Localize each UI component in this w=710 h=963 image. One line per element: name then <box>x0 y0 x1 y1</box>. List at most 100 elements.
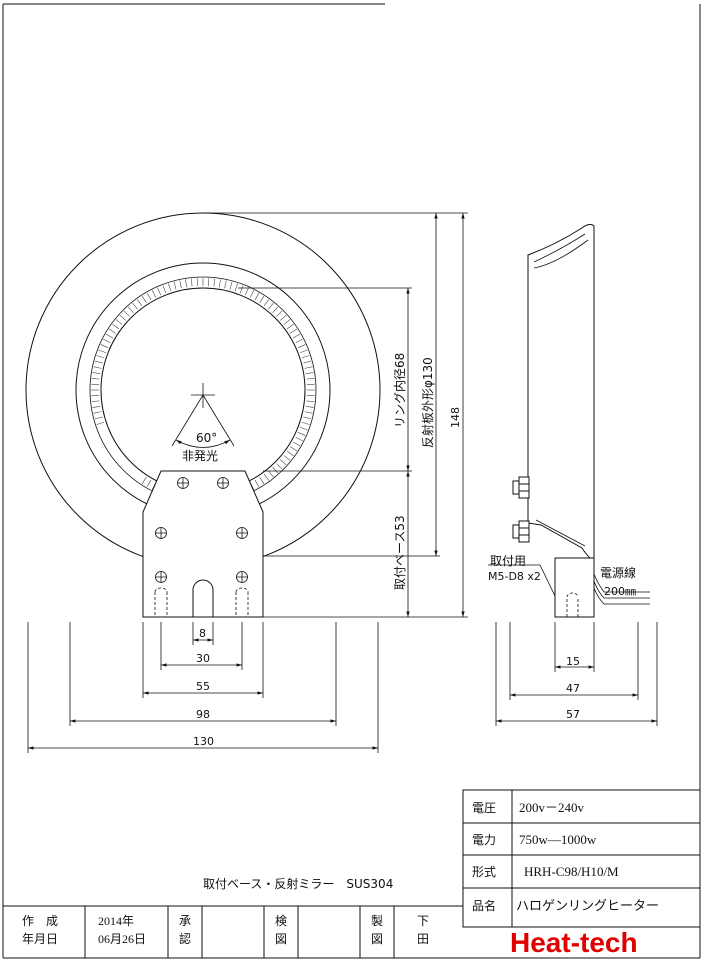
cable-length-label: 200㎜ <box>604 585 636 598</box>
coil-tick <box>259 477 265 485</box>
coil-tick <box>272 306 279 313</box>
reflector-outer-label: 反射板外形φ130 <box>420 357 435 448</box>
author-name-bottom: 田 <box>417 932 429 946</box>
coil-tick <box>224 280 227 289</box>
approve-label-bottom: 認 <box>179 931 191 946</box>
coil-tick <box>123 310 130 317</box>
coil-tick <box>234 283 238 292</box>
spec-table <box>462 789 701 928</box>
coil-tick <box>303 416 312 420</box>
coil-tick <box>92 405 101 408</box>
spec-name-label: 品名 <box>472 898 496 913</box>
spec-power-label: 電力 <box>472 833 496 847</box>
draw-label-bottom: 図 <box>371 932 383 946</box>
coil-tick <box>245 287 249 296</box>
coil-tick <box>190 278 193 287</box>
coil-tick <box>185 279 188 288</box>
base-width-label: 55 <box>196 680 210 693</box>
non-emitting-label: 非発光 <box>182 449 218 463</box>
coil-tick <box>301 355 310 359</box>
coil-tick <box>305 372 314 375</box>
made-label-bottom: 年月日 <box>22 932 58 946</box>
coil-tick <box>119 314 126 321</box>
base-height-label: 取付ベース53 <box>393 515 407 590</box>
coil-tick <box>94 416 103 420</box>
side-view <box>488 223 658 726</box>
coil-tick <box>299 349 308 354</box>
coil-tick <box>268 302 274 310</box>
non-emitting-angle <box>171 383 235 448</box>
coil-tick <box>304 366 313 369</box>
coil-tick <box>141 477 147 485</box>
coil-tick <box>295 436 303 442</box>
overall-height-label: 148 <box>449 407 462 428</box>
coil-tick <box>108 328 116 334</box>
coil-tick <box>301 421 310 425</box>
brand-logo: Heat-tech <box>510 927 638 958</box>
coil-tick <box>292 333 301 339</box>
angle-label: 60° <box>196 431 217 445</box>
coil-tick <box>173 281 177 290</box>
coil-tick <box>100 344 109 348</box>
coil-tick <box>239 285 244 294</box>
coil-tick <box>297 344 306 348</box>
coil-tick <box>299 426 308 431</box>
coil-tick <box>105 333 114 339</box>
power-cable <box>593 573 650 605</box>
coil-tick <box>96 355 105 359</box>
coil-tick <box>141 295 147 303</box>
coil-tick <box>168 283 172 292</box>
coil-tick <box>93 411 102 414</box>
author-name-top: 下 <box>417 914 429 928</box>
coil-tick <box>157 287 161 296</box>
ring-width-label: 98 <box>196 708 210 721</box>
coil-tick <box>263 299 270 307</box>
cable-label: 電源線 <box>600 565 636 580</box>
coil-tick <box>162 285 167 294</box>
side-base-width-label: 15 <box>566 655 580 668</box>
coil-tick <box>136 299 143 307</box>
made-label-top: 作 成 <box>22 914 58 928</box>
reflector-width-label: 130 <box>193 735 214 748</box>
approve-label-top: 承 <box>179 914 191 928</box>
coil-tick <box>254 479 260 488</box>
coil-tick <box>263 473 270 481</box>
coil-tick <box>280 314 287 321</box>
base-slot <box>192 579 214 617</box>
coil-tick <box>297 432 306 436</box>
side-overall-label: 57 <box>566 708 580 721</box>
coil-tick <box>91 377 100 380</box>
coil-tick <box>127 306 134 313</box>
coil-tick <box>286 323 294 330</box>
coil-tick <box>306 400 315 403</box>
coil-tick <box>276 463 283 470</box>
coil-tick <box>303 360 312 364</box>
title-block <box>3 905 463 958</box>
coil-tick <box>292 441 301 447</box>
vertical-dimensions <box>203 212 468 618</box>
coil-tick <box>92 372 101 375</box>
date-month-day: 06月26日 <box>98 932 146 946</box>
spec-model-label: 形式 <box>472 865 496 879</box>
date-year: 2014年 <box>98 914 134 928</box>
coil-tick <box>254 292 260 301</box>
coil-tick <box>229 281 233 290</box>
front-view: 60° 非発光 リング内径68 取付ベース53 反射板外形φ130 148 <box>25 212 468 753</box>
coil-tick <box>151 290 157 298</box>
coil-tick <box>213 278 216 287</box>
terminal-bolts <box>512 476 530 543</box>
bolt-spec-label: M5-D8 x2 <box>488 570 541 583</box>
spec-voltage-value: 200v－240v <box>519 800 585 815</box>
side-mounting-base <box>554 557 595 618</box>
coil-tick <box>272 467 279 474</box>
spec-model-value: HRH-C98/H10/M <box>524 864 619 879</box>
coil-tick <box>249 290 255 298</box>
coil-tick <box>306 377 315 380</box>
coil-tick <box>295 338 303 344</box>
coil-tick <box>91 400 100 403</box>
slot-width-label: 8 <box>199 627 206 640</box>
sheet-border <box>2 3 701 959</box>
hole-pitch-label: 30 <box>196 652 210 665</box>
coil-tick <box>115 319 123 325</box>
coil-tick <box>283 455 291 461</box>
